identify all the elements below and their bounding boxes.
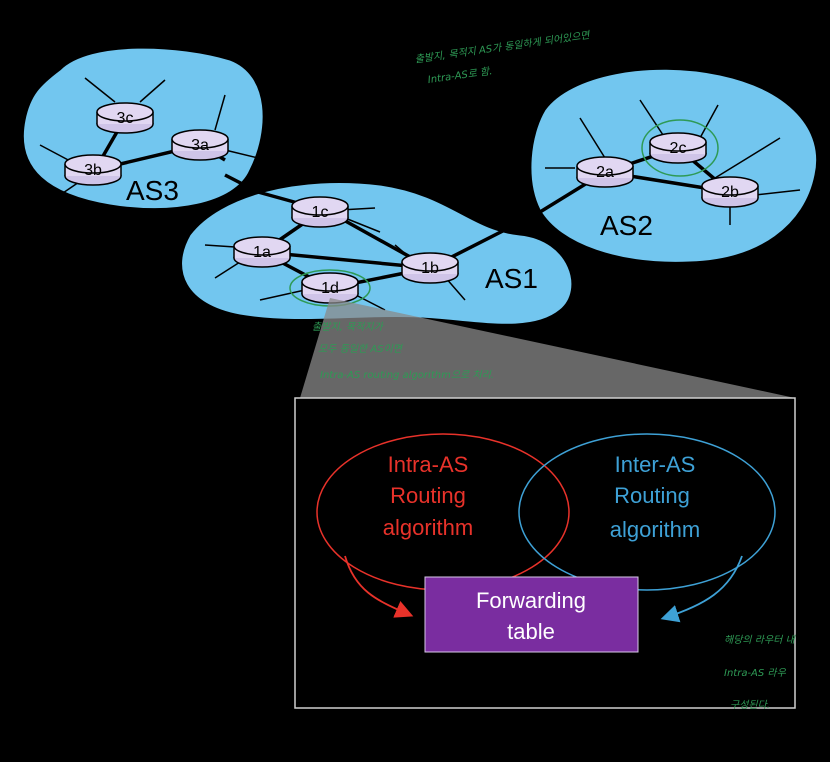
svg-text:출발지, 목적지 AS가 동일하게 되어있으면: 출발지, 목적지 AS가 동일하게 되어있으면	[414, 29, 592, 66]
as3-label: AS3	[126, 175, 179, 206]
svg-text:1d: 1d	[321, 280, 339, 297]
inter-as-ellipse	[518, 433, 776, 591]
svg-text:Intra-AS routing algorithm으로 처: Intra-AS routing algorithm으로 처리.	[320, 369, 494, 381]
svg-text:출발지, 목적지가: 출발지, 목적지가	[312, 321, 385, 333]
svg-text:3b: 3b	[84, 162, 102, 179]
as1-label: AS1	[485, 263, 538, 294]
router-3b: 3b	[64, 154, 122, 186]
as1-cloud	[181, 182, 573, 325]
svg-text:1c: 1c	[312, 204, 329, 221]
intra-as-arrow	[344, 555, 414, 618]
intra-as-line2: Routing	[390, 483, 466, 508]
svg-text:3a: 3a	[191, 137, 209, 154]
inter-as-line2: Routing	[614, 483, 690, 508]
svg-text:2c: 2c	[670, 140, 687, 157]
svg-text:2b: 2b	[721, 184, 739, 201]
inter-as-arrow	[660, 555, 743, 623]
router-2a: 2a	[576, 156, 634, 188]
intra-as-line1: Intra-AS	[388, 452, 469, 477]
router-2b: 2b	[701, 176, 759, 208]
highlight-2c	[641, 119, 719, 177]
svg-text:1a: 1a	[253, 244, 271, 261]
forwarding-table-line2: table	[507, 619, 555, 644]
handwritten-note-top: 출발지, 목적지 AS가 동일하게 되어있으면 Intra-AS로 함.	[414, 29, 592, 86]
svg-text:2a: 2a	[596, 164, 614, 181]
handwritten-note-middle: 출발지, 목적지가 모두 동일한 AS이면 Intra-AS routing a…	[312, 321, 494, 381]
router-2c: 2c	[649, 132, 707, 164]
router-1d: 1d	[301, 272, 359, 304]
inter-as-line3: algorithm	[610, 517, 700, 542]
router-detail-box	[294, 397, 796, 709]
as2-label: AS2	[600, 210, 653, 241]
as2-cloud	[530, 68, 818, 263]
router-3a: 3a	[171, 129, 229, 161]
svg-text:모두 동일한 AS이면: 모두 동일한 AS이면	[318, 343, 404, 355]
zoom-projection	[300, 298, 795, 398]
svg-text:해당의 라우터 내: 해당의 라우터 내	[724, 634, 797, 646]
handwritten-note-right: 해당의 라우터 내 Intra-AS 라우 구성된다.	[724, 634, 797, 711]
intra-as-line3: algorithm	[383, 515, 473, 540]
forwarding-table-line1: Forwarding	[476, 588, 586, 613]
svg-text:1b: 1b	[421, 260, 439, 277]
inter-as-line1: Inter-AS	[615, 452, 696, 477]
router-3c: 3c	[96, 102, 154, 134]
router-1a: 1a	[233, 236, 291, 268]
svg-text:3c: 3c	[117, 110, 134, 127]
router-1c: 1c	[291, 196, 349, 228]
router-1b: 1b	[401, 252, 459, 284]
forwarding-table-box	[424, 576, 639, 653]
svg-text:구성된다.: 구성된다.	[730, 699, 770, 711]
svg-text:Intra-AS 라우: Intra-AS 라우	[724, 667, 787, 679]
svg-text:Intra-AS로 함.: Intra-AS로 함.	[427, 65, 493, 86]
